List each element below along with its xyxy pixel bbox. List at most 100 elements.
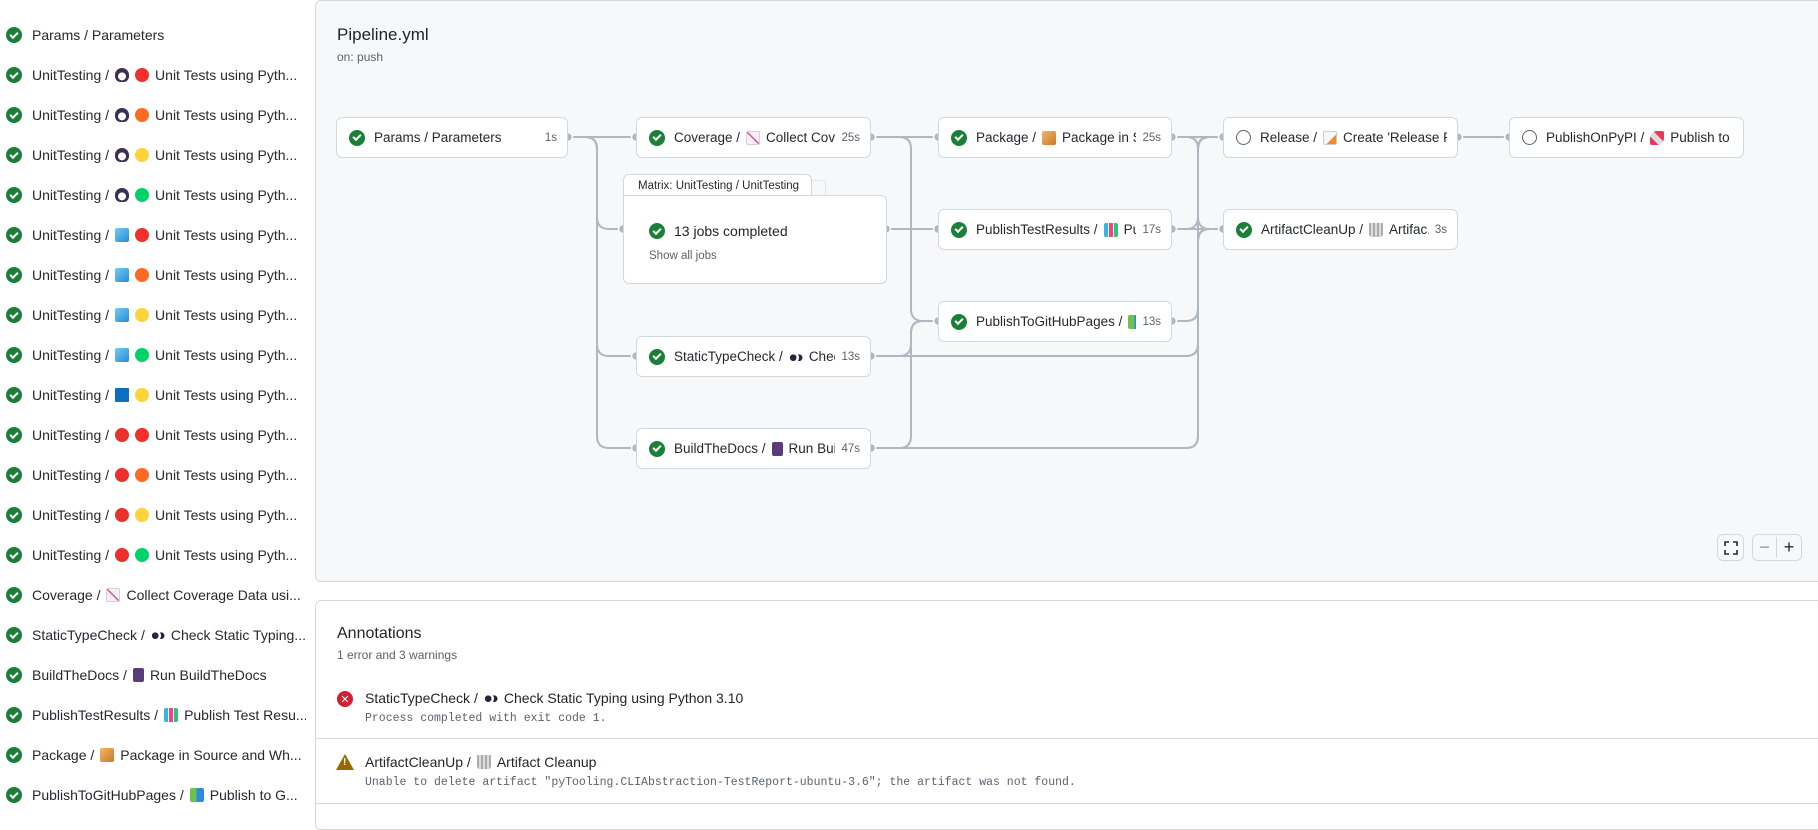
success-check-icon <box>649 440 665 457</box>
annotation-job: ArtifactCleanUp / <box>365 754 471 770</box>
job-name: UnitTesting / <box>32 427 110 443</box>
sidebar-job-item[interactable]: Params / Parameters <box>6 23 306 47</box>
zoom-out-button[interactable]: − <box>1753 537 1778 558</box>
annotations-panel: Annotations 1 error and 3 warnings ✕ Sta… <box>315 600 1818 830</box>
job-node-artifact-cleanup[interactable]: ArtifactCleanUp /Artifac... 3s <box>1223 209 1458 250</box>
job-node-release[interactable]: Release /Create 'Release P... <box>1223 117 1458 158</box>
sidebar-job-item[interactable]: UnitTesting /Unit Tests using Pyth... <box>6 63 306 87</box>
sidebar-job-item[interactable]: UnitTesting /Unit Tests using Pyth... <box>6 223 306 247</box>
job-name: BuildTheDocs / <box>674 441 766 456</box>
step-name: Check Static Typing... <box>170 627 306 643</box>
sidebar-job-item[interactable]: BuildTheDocs /Run BuildTheDocs <box>6 663 306 687</box>
sidebar-job-item[interactable]: Package /Package in Source and Wh... <box>6 743 306 767</box>
version-dot-icon <box>135 308 150 322</box>
version-dot-icon <box>135 268 150 282</box>
sidebar-job-item[interactable]: UnitTesting /Unit Tests using Pyth... <box>6 463 306 487</box>
annotation-step: Check Static Typing using Python 3.10 <box>503 690 744 706</box>
sidebar-job-item[interactable]: Coverage /Collect Coverage Data usi... <box>6 583 306 607</box>
penguin-icon <box>115 148 130 162</box>
job-name: Coverage / <box>32 587 101 603</box>
version-dot-icon <box>135 548 150 562</box>
success-check-icon <box>6 507 22 523</box>
sidebar-job-item[interactable]: PublishTestResults /Publish Test Resu... <box>6 703 306 727</box>
success-check-icon <box>6 347 22 363</box>
matrix-group[interactable]: 13 jobs completed Show all jobs <box>623 195 887 284</box>
step-name: Unit Tests using Pyth... <box>155 467 298 483</box>
job-name: BuildTheDocs / <box>32 667 127 683</box>
sidebar-job-item[interactable]: UnitTesting /Unit Tests using Pyth... <box>6 423 306 447</box>
success-check-icon <box>6 467 22 483</box>
job-node-build-the-docs[interactable]: BuildTheDocs /Run Buil...47s <box>636 428 871 469</box>
job-name: Package / <box>32 747 95 763</box>
version-dot-icon <box>135 188 150 202</box>
pending-circle-icon <box>1236 130 1251 145</box>
apple-icon <box>115 428 130 442</box>
sidebar-job-item[interactable]: StaticTypeCheck /Check Static Typing... <box>6 623 306 647</box>
annotation-warning[interactable]: ArtifactCleanUp / Artifact Cleanup Unable… <box>316 754 1818 804</box>
sidebar-job-item[interactable]: UnitTesting /Unit Tests using Pyth... <box>6 143 306 167</box>
sidebar-job-item[interactable]: UnitTesting /Unit Tests using Pyth... <box>6 263 306 287</box>
job-label: PublishOnPyPI /Publish to ... <box>1546 130 1733 145</box>
job-name: Package / <box>976 130 1037 145</box>
sidebar-job-item[interactable]: UnitTesting /Unit Tests using Pyth... <box>6 503 306 527</box>
job-name: UnitTesting / <box>32 387 110 403</box>
job-node-coverage[interactable]: Coverage /Collect Cove...25s <box>636 117 871 158</box>
sidebar-job-item[interactable]: UnitTesting /Unit Tests using Pyth... <box>6 303 306 327</box>
annotation-title[interactable]: ArtifactCleanUp / Artifact Cleanup <box>365 754 596 770</box>
annotation-title[interactable]: StaticTypeCheck / Check Static Typing usi… <box>365 690 743 706</box>
job-node-static-type-check[interactable]: StaticTypeCheck /Chec...13s <box>636 336 871 377</box>
success-check-icon <box>6 787 22 803</box>
job-duration: 17s <box>1142 223 1161 236</box>
sidebar-job-item[interactable]: UnitTesting /Unit Tests using Pyth... <box>6 543 306 567</box>
package-icon <box>1042 130 1057 145</box>
version-dot-icon <box>135 108 150 122</box>
eyes-icon <box>150 628 165 642</box>
penguin-icon <box>115 188 130 202</box>
job-node-publish-pypi[interactable]: PublishOnPyPI /Publish to ... <box>1509 117 1744 158</box>
annotation-message: Process completed with exit code 1. <box>365 712 607 725</box>
job-node-package[interactable]: Package /Package in So...25s <box>938 117 1172 158</box>
step-name: Unit Tests using Pyth... <box>155 187 298 203</box>
annotation-step: Artifact Cleanup <box>496 754 597 770</box>
step-name: Unit Tests using Pyth... <box>155 227 298 243</box>
step-name: Package in So... <box>1062 130 1136 145</box>
cube-icon <box>115 228 130 242</box>
annotations-title: Annotations <box>337 625 422 642</box>
zoom-in-button[interactable]: + <box>1783 537 1795 557</box>
sidebar-job-item[interactable]: UnitTesting /Unit Tests using Pyth... <box>6 183 306 207</box>
success-check-icon <box>6 267 22 283</box>
job-label: ArtifactCleanUp /Artifac... <box>1261 222 1429 237</box>
job-name: UnitTesting / <box>32 307 110 323</box>
version-dot-icon <box>135 228 150 242</box>
annotation-message: Unable to delete artifact "pyTooling.CLI… <box>365 776 1076 789</box>
annotation-error[interactable]: ✕ StaticTypeCheck /Check Static Typing u… <box>316 690 1818 739</box>
annotation-job: StaticTypeCheck / <box>365 690 478 706</box>
job-label: StaticTypeCheck /Chec... <box>674 349 835 364</box>
sidebar-job-item[interactable]: UnitTesting /Unit Tests using Pyth... <box>6 343 306 367</box>
job-duration: 3s <box>1434 223 1447 236</box>
sidebar-job-item[interactable]: UnitTesting /Unit Tests using Pyth... <box>6 103 306 127</box>
success-check-icon <box>6 27 22 43</box>
sidebar-job-item[interactable]: PublishToGitHubPages /Publish to G... <box>6 783 306 807</box>
barchart-icon <box>164 708 179 722</box>
job-node-publish-gh-pages[interactable]: PublishToGitHubPages /...13s <box>938 301 1172 342</box>
notebook-icon <box>771 441 783 456</box>
job-name: ArtifactCleanUp / <box>1261 222 1364 237</box>
job-label: BuildTheDocs /Run Buil... <box>674 441 835 456</box>
job-node-publish-test-results[interactable]: PublishTestResults /Pu...17s <box>938 209 1172 250</box>
wastebasket-icon <box>1369 222 1384 237</box>
job-name: UnitTesting / <box>32 267 110 283</box>
show-all-jobs-link[interactable]: Show all jobs <box>649 250 717 262</box>
sidebar-job-item[interactable]: UnitTesting /Unit Tests using Pyth... <box>6 383 306 407</box>
fullscreen-button[interactable] <box>1717 534 1744 561</box>
job-name: PublishOnPyPI / <box>1546 130 1645 145</box>
job-name: UnitTesting / <box>32 67 110 83</box>
success-check-icon <box>6 707 22 723</box>
success-check-icon <box>6 387 22 403</box>
job-name: UnitTesting / <box>32 547 110 563</box>
workflow-graph-panel: Pipeline.yml on: push <box>315 0 1818 582</box>
step-name: Publish to G... <box>209 787 298 803</box>
version-dot-icon <box>135 428 150 442</box>
job-duration: 13s <box>1142 315 1161 328</box>
